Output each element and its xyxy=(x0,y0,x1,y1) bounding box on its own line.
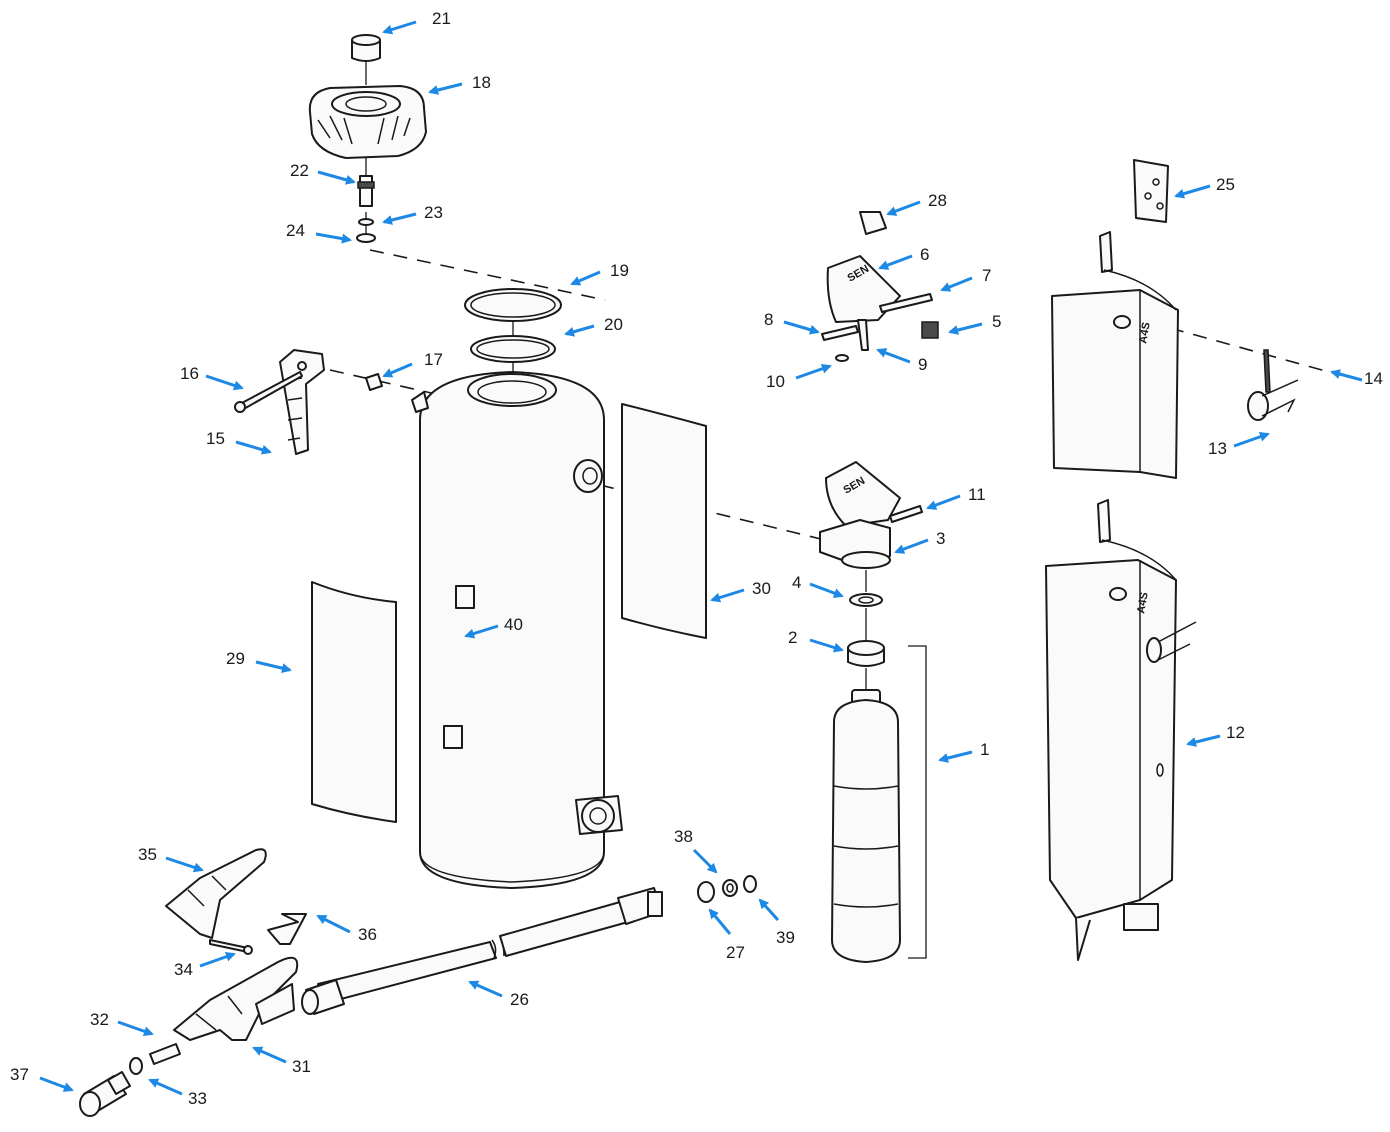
pressure-handle-assembly xyxy=(308,34,427,243)
callout-label-39: 39 xyxy=(776,928,795,947)
callout-arrow-12 xyxy=(1186,734,1221,747)
callout-arrow-39 xyxy=(758,898,780,922)
callout-label-10: 10 xyxy=(766,372,785,391)
bracket-label-lower: A4S xyxy=(1135,591,1151,614)
callout-label-11: 11 xyxy=(968,485,986,504)
callout-arrow-1 xyxy=(938,750,973,763)
callout-arrow-27 xyxy=(708,908,732,935)
callout-label-25: 25 xyxy=(1216,175,1235,194)
callout-label-15: 15 xyxy=(206,429,225,448)
callout-arrow-24 xyxy=(315,232,352,244)
callout-label-20: 20 xyxy=(604,315,623,334)
callout-arrow-20 xyxy=(564,324,595,337)
control-head-upper: SEN xyxy=(821,211,939,362)
callout-label-2: 2 xyxy=(788,628,797,647)
callout-arrow-11 xyxy=(926,494,961,510)
callout-label-4: 4 xyxy=(792,573,801,592)
callout-label-30: 30 xyxy=(752,579,771,598)
callout-label-16: 16 xyxy=(180,364,199,383)
callout-label-27: 27 xyxy=(726,943,745,962)
callout-arrow-32 xyxy=(117,1020,154,1037)
callout-label-18: 18 xyxy=(472,73,491,92)
callout-arrow-14 xyxy=(1330,369,1363,382)
callout-arrow-13 xyxy=(1233,431,1270,448)
wall-bracket-lower: A4S xyxy=(1045,499,1197,961)
callout-label-32: 32 xyxy=(90,1010,109,1029)
callout-arrow-4 xyxy=(809,582,844,598)
callout-arrow-15 xyxy=(235,440,272,455)
wall-bracket-upper: A4S xyxy=(1051,159,1299,479)
callout-arrow-31 xyxy=(252,1046,287,1064)
callout-arrow-18 xyxy=(428,82,463,95)
callout-arrow-6 xyxy=(878,254,913,270)
callout-arrow-26 xyxy=(468,980,503,998)
tank-labels xyxy=(311,403,707,823)
callout-label-22: 22 xyxy=(290,161,309,180)
callout-arrow-25 xyxy=(1174,184,1211,199)
callout-arrow-34 xyxy=(199,951,236,968)
callout-arrow-23 xyxy=(382,212,417,225)
callout-label-17: 17 xyxy=(424,350,443,369)
callout-label-24: 24 xyxy=(286,221,305,240)
callout-arrow-17 xyxy=(382,362,413,378)
callout-label-21: 21 xyxy=(432,9,451,28)
control-head-lower: SEN xyxy=(819,461,923,667)
callout-label-40: 40 xyxy=(504,615,523,634)
callout-label-29: 29 xyxy=(226,649,245,668)
callout-arrow-10 xyxy=(795,363,832,380)
callout-label-19: 19 xyxy=(610,261,629,280)
callout-label-26: 26 xyxy=(510,990,529,1009)
callout-label-7: 7 xyxy=(982,266,991,285)
callout-label-36: 36 xyxy=(358,925,377,944)
callout-arrow-36 xyxy=(316,914,351,934)
callout-label-14: 14 xyxy=(1364,369,1383,388)
callout-label-38: 38 xyxy=(674,827,693,846)
callout-label-28: 28 xyxy=(928,191,947,210)
callout-label-34: 34 xyxy=(174,960,193,979)
bracket-label: A4S xyxy=(1137,321,1153,344)
callout-arrow-19 xyxy=(570,270,601,286)
callout-label-35: 35 xyxy=(138,845,157,864)
callout-label-8: 8 xyxy=(764,310,773,329)
callout-arrow-37 xyxy=(39,1076,74,1092)
gas-cartridge xyxy=(831,645,927,963)
callout-label-31: 31 xyxy=(292,1057,311,1076)
tank-seals xyxy=(464,288,562,363)
callout-label-6: 6 xyxy=(920,245,929,264)
callout-label-9: 9 xyxy=(918,355,927,374)
callout-label-5: 5 xyxy=(992,312,1001,331)
callout-arrow-29 xyxy=(255,660,292,674)
callout-arrow-28 xyxy=(886,200,921,216)
callout-label-1: 1 xyxy=(980,740,989,759)
callout-arrow-21 xyxy=(382,20,417,35)
discharge-hose xyxy=(301,875,757,1015)
main-tank xyxy=(411,371,623,889)
callout-arrow-33 xyxy=(148,1078,183,1096)
callout-arrow-22 xyxy=(317,170,356,185)
callout-label-23: 23 xyxy=(424,203,443,222)
callout-arrow-40 xyxy=(464,624,499,639)
callout-arrow-38 xyxy=(692,848,718,874)
callout-arrow-3 xyxy=(894,538,929,554)
callout-label-3: 3 xyxy=(936,529,945,548)
callout-label-13: 13 xyxy=(1208,439,1227,458)
callout-arrow-8 xyxy=(783,320,820,335)
callout-arrow-9 xyxy=(876,348,911,364)
callout-arrow-16 xyxy=(205,374,244,391)
callout-label-37: 37 xyxy=(10,1065,29,1084)
carry-handle xyxy=(234,349,383,455)
callout-arrow-7 xyxy=(940,276,973,292)
spray-gun xyxy=(79,848,307,1117)
callout-label-33: 33 xyxy=(188,1089,207,1108)
callout-arrow-35 xyxy=(165,856,204,873)
callout-arrow-30 xyxy=(710,588,745,603)
callout-arrow-5 xyxy=(948,322,983,335)
callout-arrow-2 xyxy=(809,638,844,653)
callout-label-12: 12 xyxy=(1226,723,1245,742)
